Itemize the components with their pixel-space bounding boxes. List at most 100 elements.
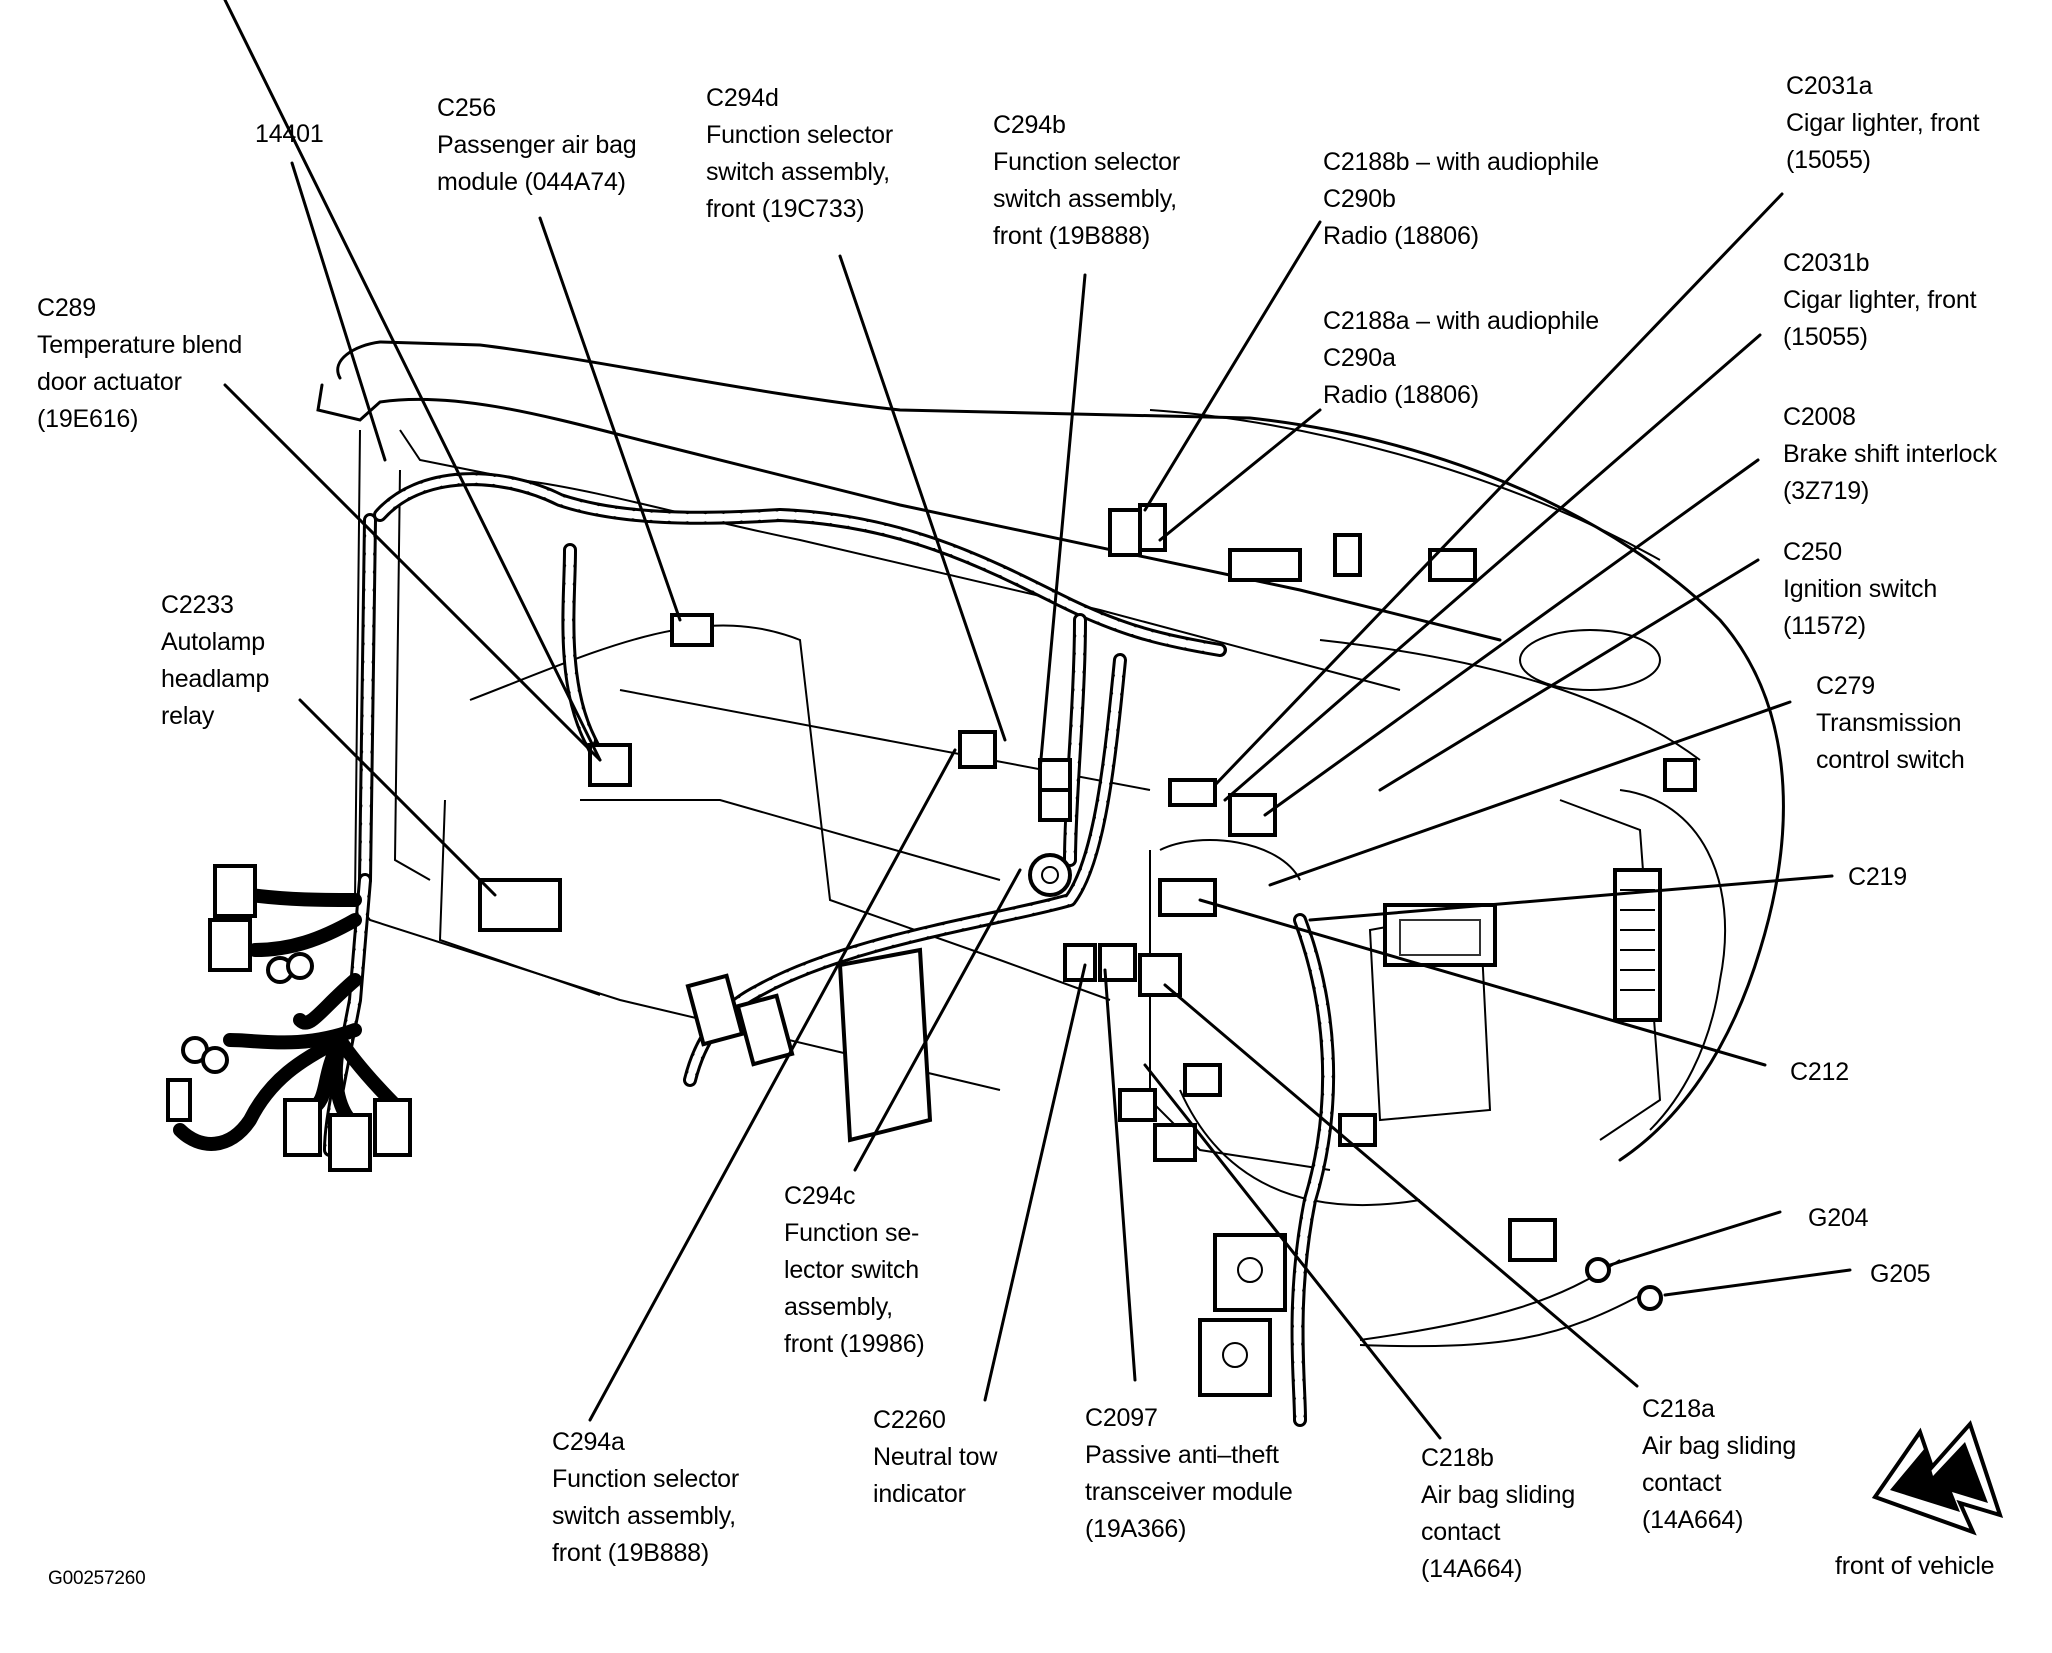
callout-14401: 14401 [255, 116, 324, 153]
figure-id: G00257260 [48, 1560, 146, 1597]
connector-code: C2188b – with audiophile [1323, 148, 1599, 176]
leader-14401 [290, 161, 387, 462]
callout-c2233: C2233 Autolamp headlamp relay [161, 587, 269, 735]
leader-c212 [1198, 898, 1767, 1067]
figure-id-text: G00257260 [48, 1568, 146, 1589]
component-name: headlamp [161, 665, 270, 693]
part-number: front (19B888) [552, 1539, 710, 1567]
part-number: (19A366) [1085, 1515, 1187, 1543]
connector-code: C218a [1642, 1395, 1715, 1423]
connector-code: C219 [1848, 863, 1907, 891]
component-name: Cigar lighter, front [1783, 286, 1977, 314]
component-name: assembly, [784, 1293, 893, 1321]
leader-c218b [1143, 1063, 1442, 1440]
leader-lines [223, 0, 1852, 1440]
leader-c279 [1268, 700, 1792, 887]
component-name: contact [1642, 1469, 1722, 1497]
ground-code: G204 [1808, 1204, 1869, 1232]
callout-c2031a: C2031a Cigar lighter, front (15055) [1786, 68, 1980, 179]
component-name: Function se- [784, 1219, 920, 1247]
callout-c2097: C2097 Passive anti–theft transceiver mod… [1085, 1400, 1293, 1548]
component-name: lector switch [784, 1256, 919, 1284]
leader-c2031a [1213, 192, 1784, 787]
component-name: Passive anti–theft [1085, 1441, 1279, 1469]
leader-c2260 [983, 963, 1087, 1402]
connector-code: C290b [1323, 185, 1396, 213]
component-name: Function selector [552, 1465, 739, 1493]
component-name: Ignition switch [1783, 575, 1938, 603]
leader-c256 [538, 216, 682, 622]
callout-c294d: C294d Function selector switch assembly,… [706, 80, 893, 228]
callout-c2008: C2008 Brake shift interlock (3Z719) [1783, 399, 1997, 510]
connector-code: C218b [1421, 1444, 1494, 1472]
component-name: relay [161, 702, 215, 730]
leader-c219 [1308, 874, 1834, 922]
component-name: Function selector [993, 148, 1180, 176]
leader-c294b [1038, 273, 1087, 772]
connector-code: C250 [1783, 538, 1842, 566]
callout-c289: C289 Temperature blend door actuator (19… [37, 290, 242, 438]
leader-c2097 [1103, 968, 1137, 1382]
leader-c2008 [1263, 458, 1760, 817]
callout-c2188a: C2188a – with audiophile C290a Radio (18… [1323, 303, 1599, 414]
leader-g204 [1608, 1210, 1782, 1267]
leader-c289 [223, 0, 602, 762]
leader-c218a [1163, 983, 1639, 1388]
callout-c218a: C218a Air bag sliding contact (14A664) [1642, 1391, 1796, 1539]
leader-c2188b [1143, 220, 1322, 512]
component-name: Autolamp [161, 628, 266, 656]
connector-code: C289 [37, 294, 96, 322]
connector-code: C2188a – with audiophile [1323, 307, 1599, 335]
component-name: switch assembly, [706, 158, 890, 186]
callout-c294b: C294b Function selector switch assembly,… [993, 107, 1180, 255]
leader-c2233 [298, 698, 497, 897]
part-number: (15055) [1783, 323, 1868, 351]
part-number: (14A664) [1421, 1555, 1523, 1583]
leader-g205 [1663, 1268, 1852, 1297]
part-number: (11572) [1783, 612, 1866, 640]
connector [213, 864, 257, 918]
leader-c250 [1378, 558, 1760, 792]
connector-code: C2031a [1786, 72, 1873, 100]
connector-code: C294a [552, 1428, 625, 1456]
component-name: Neutral tow [873, 1443, 998, 1471]
callout-c219: C219 [1848, 859, 1907, 896]
part-number: (14A664) [1642, 1506, 1744, 1534]
ground-code: G205 [1870, 1260, 1931, 1288]
component-name: control switch [1816, 746, 1965, 774]
component-name: Passenger air bag [437, 131, 637, 159]
connector-code: C2233 [161, 591, 234, 619]
callout-c2188b: C2188b – with audiophile C290b Radio (18… [1323, 144, 1599, 255]
leader-c294d [838, 254, 1007, 742]
connector-code: C294d [706, 84, 779, 112]
callout-c218b: C218b Air bag sliding contact (14A664) [1421, 1440, 1575, 1588]
connector-code: C2008 [1783, 403, 1856, 431]
component-name: transceiver module [1085, 1478, 1293, 1506]
component-name: indicator [873, 1480, 966, 1508]
callout-c212: C212 [1790, 1054, 1849, 1091]
connector-code: C2031b [1783, 249, 1870, 277]
connector-code: C294c [784, 1182, 856, 1210]
connector-code: C256 [437, 94, 496, 122]
connector-code: C2260 [873, 1406, 946, 1434]
part-number: front (19986) [784, 1330, 925, 1358]
component-name: switch assembly, [552, 1502, 736, 1530]
component-name: Radio (18806) [1323, 381, 1479, 409]
connector-code: C290a [1323, 344, 1396, 372]
callout-c294c: C294c Function se- lector switch assembl… [784, 1178, 925, 1363]
component-name: Temperature blend [37, 331, 243, 359]
component-name: Function selector [706, 121, 893, 149]
part-number: (19E616) [37, 405, 139, 433]
orientation-note: front of vehicle [1835, 1552, 1995, 1580]
connector-code: C294b [993, 111, 1066, 139]
leader-c294c [853, 868, 1022, 1172]
component-name: contact [1421, 1518, 1501, 1546]
component-name: Air bag sliding [1642, 1432, 1797, 1460]
callout-g205: G205 [1870, 1256, 1931, 1293]
component-name: Radio (18806) [1323, 222, 1479, 250]
callout-c2260: C2260 Neutral tow indicator [873, 1402, 997, 1513]
callout-c2031b: C2031b Cigar lighter, front (15055) [1783, 245, 1977, 356]
callout-c279: C279 Transmission control switch [1816, 668, 1965, 779]
connector-code: C279 [1816, 672, 1875, 700]
